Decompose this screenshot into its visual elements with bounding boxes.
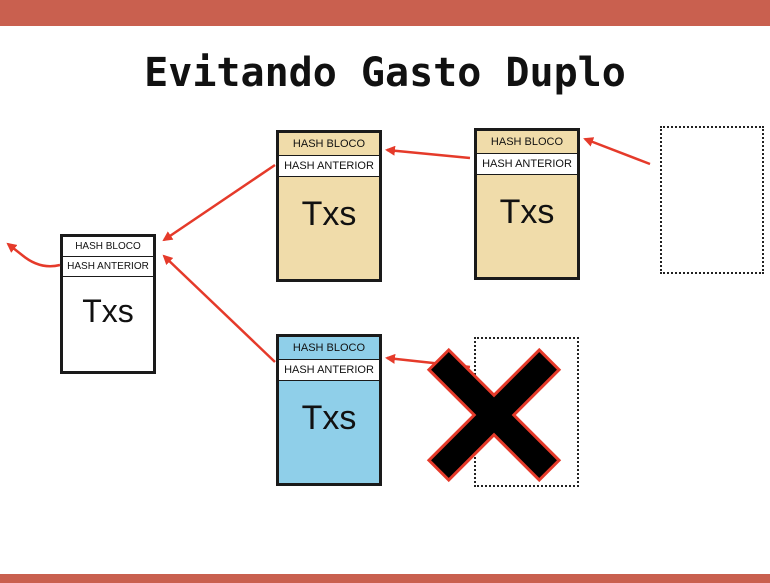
block-left: HASH BLOCO HASH ANTERIOR Txs: [60, 234, 156, 374]
arrow-icon: [162, 254, 276, 363]
block-bottom-middle: HASH BLOCO HASH ANTERIOR Txs: [276, 334, 382, 486]
next-block-placeholder: [660, 126, 764, 274]
arrow-icon: [6, 242, 61, 268]
txs-label: Txs: [82, 293, 134, 329]
arrow-icon: [162, 163, 276, 242]
block-top-right: HASH BLOCO HASH ANTERIOR Txs: [474, 128, 580, 280]
arrow-icon: [583, 137, 651, 166]
top-accent-bar: [0, 0, 770, 26]
bottom-accent-bar: [0, 574, 770, 583]
block-top-middle: HASH BLOCO HASH ANTERIOR Txs: [276, 130, 382, 282]
txs-label: Txs: [301, 195, 357, 233]
hash-anterior-label: HASH ANTERIOR: [279, 360, 379, 381]
hash-bloco-label: HASH BLOCO: [63, 237, 153, 257]
hash-anterior-label: HASH ANTERIOR: [279, 156, 379, 177]
red-x-icon: [426, 347, 562, 483]
arrow-icon: [385, 145, 471, 160]
hash-anterior-label: HASH ANTERIOR: [63, 257, 153, 277]
hash-anterior-label: HASH ANTERIOR: [477, 154, 577, 175]
txs-label: Txs: [301, 399, 357, 437]
hash-bloco-label: HASH BLOCO: [477, 131, 577, 154]
hash-bloco-label: HASH BLOCO: [279, 133, 379, 156]
slide-title: Evitando Gasto Duplo: [144, 50, 626, 96]
hash-bloco-label: HASH BLOCO: [279, 337, 379, 360]
txs-label: Txs: [499, 193, 555, 231]
